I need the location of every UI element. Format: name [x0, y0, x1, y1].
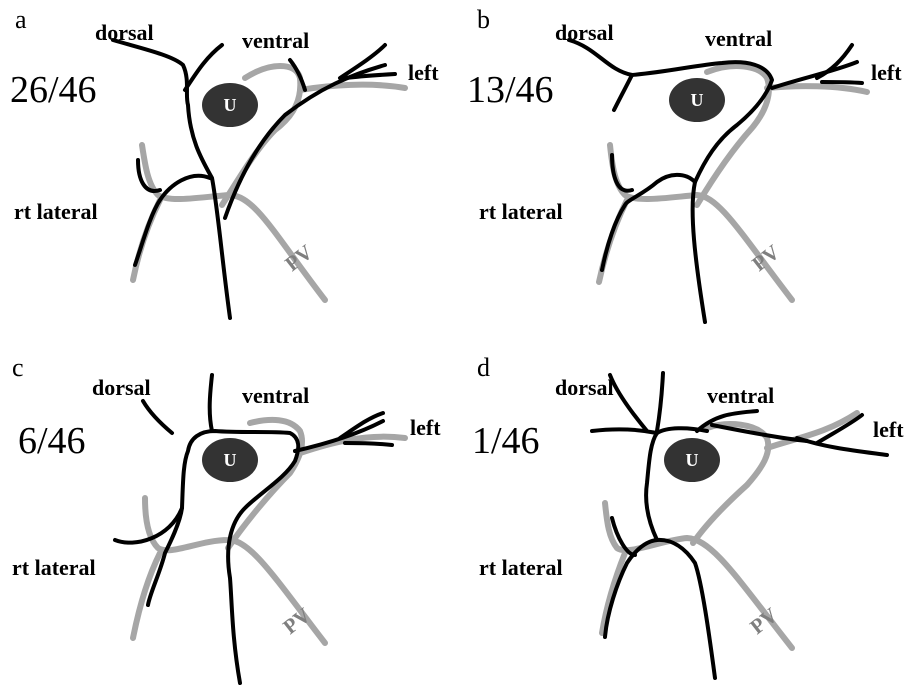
- rt-lateral-label: rt lateral: [479, 555, 563, 580]
- panel-b-diagram: U b 13/46 dorsal ventral left rt lateral…: [467, 5, 902, 324]
- case-count: 26/46: [10, 69, 97, 111]
- dorsal-label: dorsal: [555, 20, 614, 45]
- case-count: 13/46: [467, 69, 554, 111]
- pv-label: PV: [278, 603, 315, 639]
- u-label: U: [224, 450, 237, 470]
- panel-c: U c 6/46 dorsal ventral left rt lateral …: [0, 343, 457, 686]
- umbilical-oval: [202, 83, 258, 127]
- panel-letter: d: [477, 353, 490, 382]
- ventral-label: ventral: [707, 383, 774, 408]
- panel-a-diagram: U a 26/46 dorsal ventral left rt lateral…: [10, 5, 439, 320]
- portal-vein-gray: [599, 410, 860, 651]
- panel-letter: b: [477, 5, 490, 34]
- panel-a: U a 26/46 dorsal ventral left rt lateral…: [0, 0, 457, 343]
- left-label: left: [871, 60, 902, 85]
- portal-vein-gray: [130, 416, 408, 646]
- panel-b: U b 13/46 dorsal ventral left rt lateral…: [457, 0, 914, 343]
- bile-duct-black: [111, 38, 397, 320]
- left-label: left: [873, 417, 904, 442]
- panel-letter: c: [12, 353, 24, 382]
- dorsal-label: dorsal: [555, 375, 614, 400]
- pv-label: PV: [745, 603, 782, 639]
- case-count: 6/46: [18, 420, 86, 462]
- bile-duct-black: [590, 371, 889, 680]
- rt-lateral-label: rt lateral: [479, 199, 563, 224]
- dorsal-label: dorsal: [92, 375, 151, 400]
- umbilical-oval: [202, 438, 258, 482]
- ventral-label: ventral: [242, 28, 309, 53]
- rt-lateral-label: rt lateral: [14, 199, 98, 224]
- case-count: 1/46: [472, 420, 540, 462]
- umbilical-oval: [669, 78, 725, 122]
- panel-letter: a: [15, 5, 27, 34]
- dorsal-label: dorsal: [95, 20, 154, 45]
- portal-vein-gray: [596, 63, 870, 303]
- ventral-label: ventral: [705, 26, 772, 51]
- left-label: left: [410, 415, 441, 440]
- rt-lateral-label: rt lateral: [12, 555, 96, 580]
- panel-d: U d 1/46 dorsal ventral left rt lateral …: [457, 343, 914, 686]
- umbilical-oval: [664, 438, 720, 482]
- bile-duct-black: [113, 373, 394, 685]
- u-label: U: [691, 90, 704, 110]
- panel-c-diagram: U c 6/46 dorsal ventral left rt lateral …: [12, 353, 441, 685]
- panel-d-diagram: U d 1/46 dorsal ventral left rt lateral …: [472, 353, 904, 680]
- ventral-label: ventral: [242, 383, 309, 408]
- u-label: U: [686, 450, 699, 470]
- left-label: left: [408, 60, 439, 85]
- u-label: U: [224, 95, 237, 115]
- bile-duct-black: [567, 38, 864, 324]
